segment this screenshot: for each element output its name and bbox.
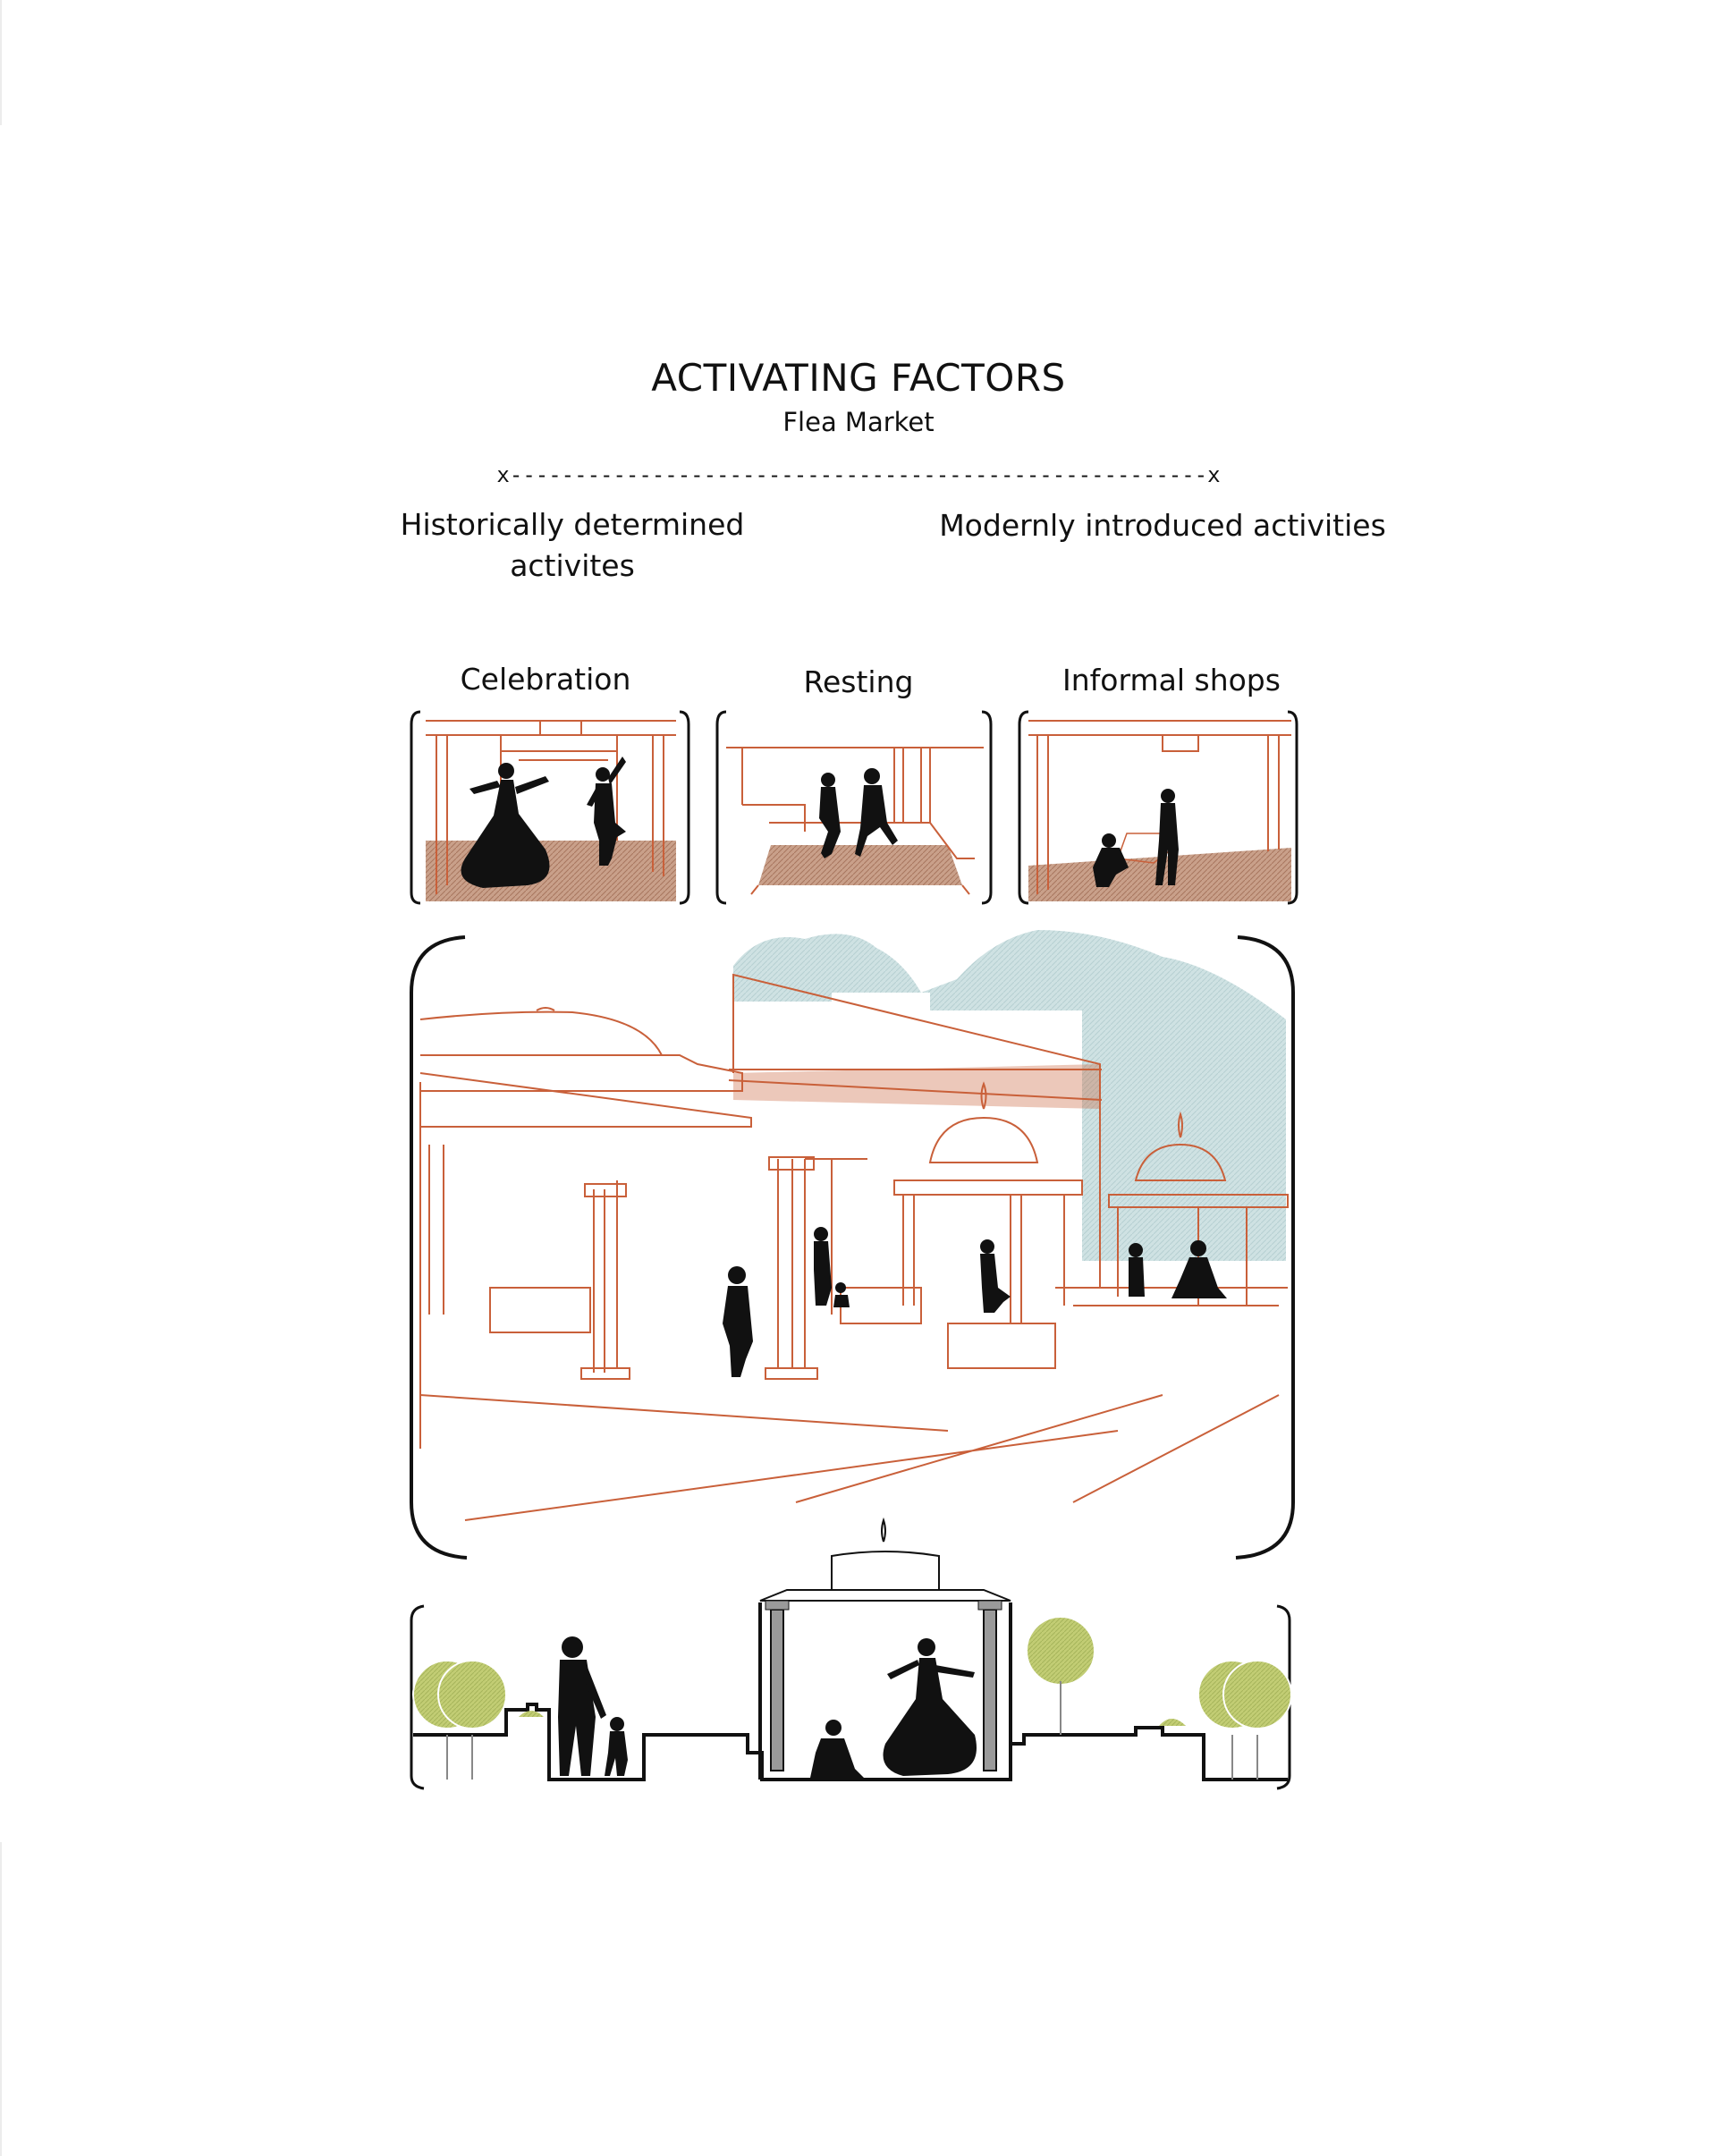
shrub-icon [519, 1711, 544, 1717]
dancer-woman-silhouette [461, 763, 550, 888]
tree-icon [1027, 1617, 1095, 1735]
jali-parapet [733, 1064, 1100, 1109]
section-people-silhouettes [558, 1636, 977, 1778]
panel-resting [717, 712, 991, 903]
panel-celebration [411, 712, 689, 903]
tree-icon [413, 1661, 506, 1780]
shrub-icon [1159, 1719, 1186, 1726]
section-drawing [411, 1520, 1291, 1788]
resting-person-silhouettes [819, 768, 898, 858]
main-perspective-view [411, 930, 1293, 1558]
tree-icon [1198, 1661, 1291, 1780]
